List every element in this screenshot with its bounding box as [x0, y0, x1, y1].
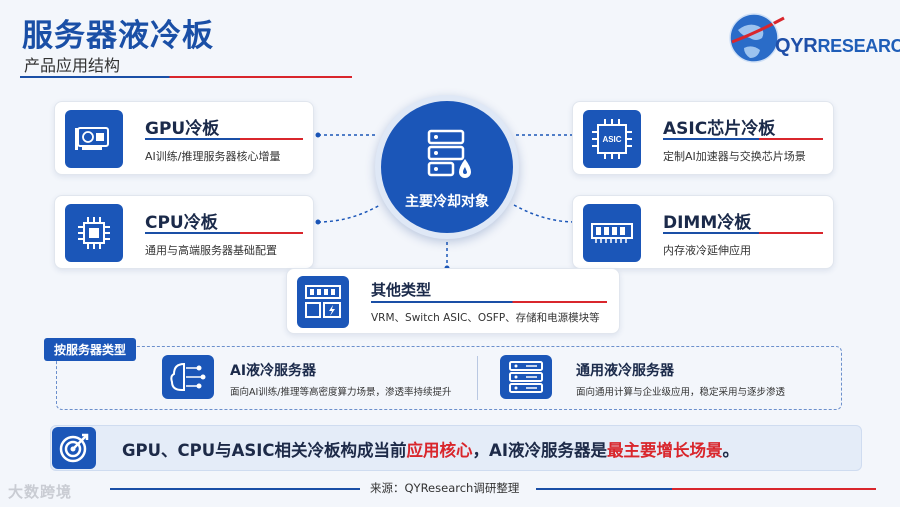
- other-card-title: 其他类型: [371, 281, 432, 299]
- cpu-cold-plate-card: CPU冷板 通用与高端服务器基础配置: [54, 195, 314, 269]
- asic-chip-icon: ASIC: [583, 110, 641, 168]
- source-note: 来源：QYResearch调研整理: [370, 481, 520, 495]
- other-types-card: 其他类型 VRM、Switch ASIC、OSFP、存储和电源模块等: [286, 268, 620, 334]
- svg-text:ASIC: ASIC: [602, 135, 621, 144]
- server-type-tag: 按服务器类型: [44, 338, 137, 361]
- footer-line-left: [110, 488, 360, 490]
- gpu-cold-plate-card: GPU冷板 AI训练/推理服务器核心增量: [54, 101, 314, 175]
- logo-wordmark: QYRRESEARCH: [775, 35, 900, 57]
- globe-icon: [729, 13, 785, 63]
- page-title: 服务器液冷板: [22, 18, 214, 54]
- cpu-card-title: CPU冷板: [145, 213, 218, 233]
- dimm-card-title: DIMM冷板: [663, 213, 752, 233]
- target-icon: [52, 427, 96, 469]
- gpu-card-desc: AI训练/推理服务器核心增量: [145, 150, 281, 163]
- server-divider: [477, 356, 478, 400]
- cpu-card-underline: [145, 232, 303, 234]
- power-module-icon: [297, 276, 349, 328]
- qyresearch-logo: QYRRESEARCH: [728, 8, 900, 70]
- other-card-desc: VRM、Switch ASIC、OSFP、存储和电源模块等: [371, 312, 600, 324]
- conclusion-text: GPU、CPU与ASIC相关冷板构成当前应用核心，AI液冷服务器是最主要增长场景…: [122, 441, 739, 460]
- footer-line-right: [536, 488, 876, 490]
- general-server-title: 通用液冷服务器: [576, 363, 674, 379]
- server-type-section: [56, 346, 842, 410]
- watermark: 大数跨境: [8, 483, 73, 501]
- ai-brain-icon: [162, 355, 214, 399]
- title-underline: [20, 76, 352, 78]
- conclusion-banner: [50, 425, 862, 471]
- server-rack-icon: [500, 355, 552, 399]
- page-subtitle: 产品应用结构: [24, 56, 121, 75]
- asic-card-title: ASIC芯片冷板: [663, 119, 776, 139]
- server-droplet-icon: [427, 129, 471, 178]
- dimm-card-underline: [663, 232, 823, 234]
- general-server-desc: 面向通用计算与企业级应用，稳定采用与逐步渗透: [576, 387, 786, 398]
- other-card-underline: [371, 301, 607, 303]
- gpu-card-underline: [145, 138, 303, 140]
- dimm-card-desc: 内存液冷延伸应用: [663, 244, 751, 257]
- center-label: 主要冷却对象: [405, 194, 489, 210]
- gpu-card-icon: [65, 110, 123, 168]
- center-cooling-target: 主要冷却对象: [375, 95, 519, 239]
- dimm-cold-plate-card: DIMM冷板 内存液冷延伸应用: [572, 195, 834, 269]
- ai-server-title: AI液冷服务器: [230, 363, 317, 379]
- cpu-chip-icon: [65, 204, 123, 262]
- memory-module-icon: [583, 204, 641, 262]
- cpu-card-desc: 通用与高端服务器基础配置: [145, 244, 277, 257]
- gpu-card-title: GPU冷板: [145, 119, 220, 139]
- asic-card-desc: 定制AI加速器与交换芯片场景: [663, 150, 806, 163]
- ai-server-desc: 面向AI训练/推理等高密度算力场景，渗透率持续提升: [230, 387, 452, 398]
- asic-card-underline: [663, 138, 823, 140]
- asic-cold-plate-card: ASIC ASIC芯片冷板 定制AI加速器与交换芯片场景: [572, 101, 834, 175]
